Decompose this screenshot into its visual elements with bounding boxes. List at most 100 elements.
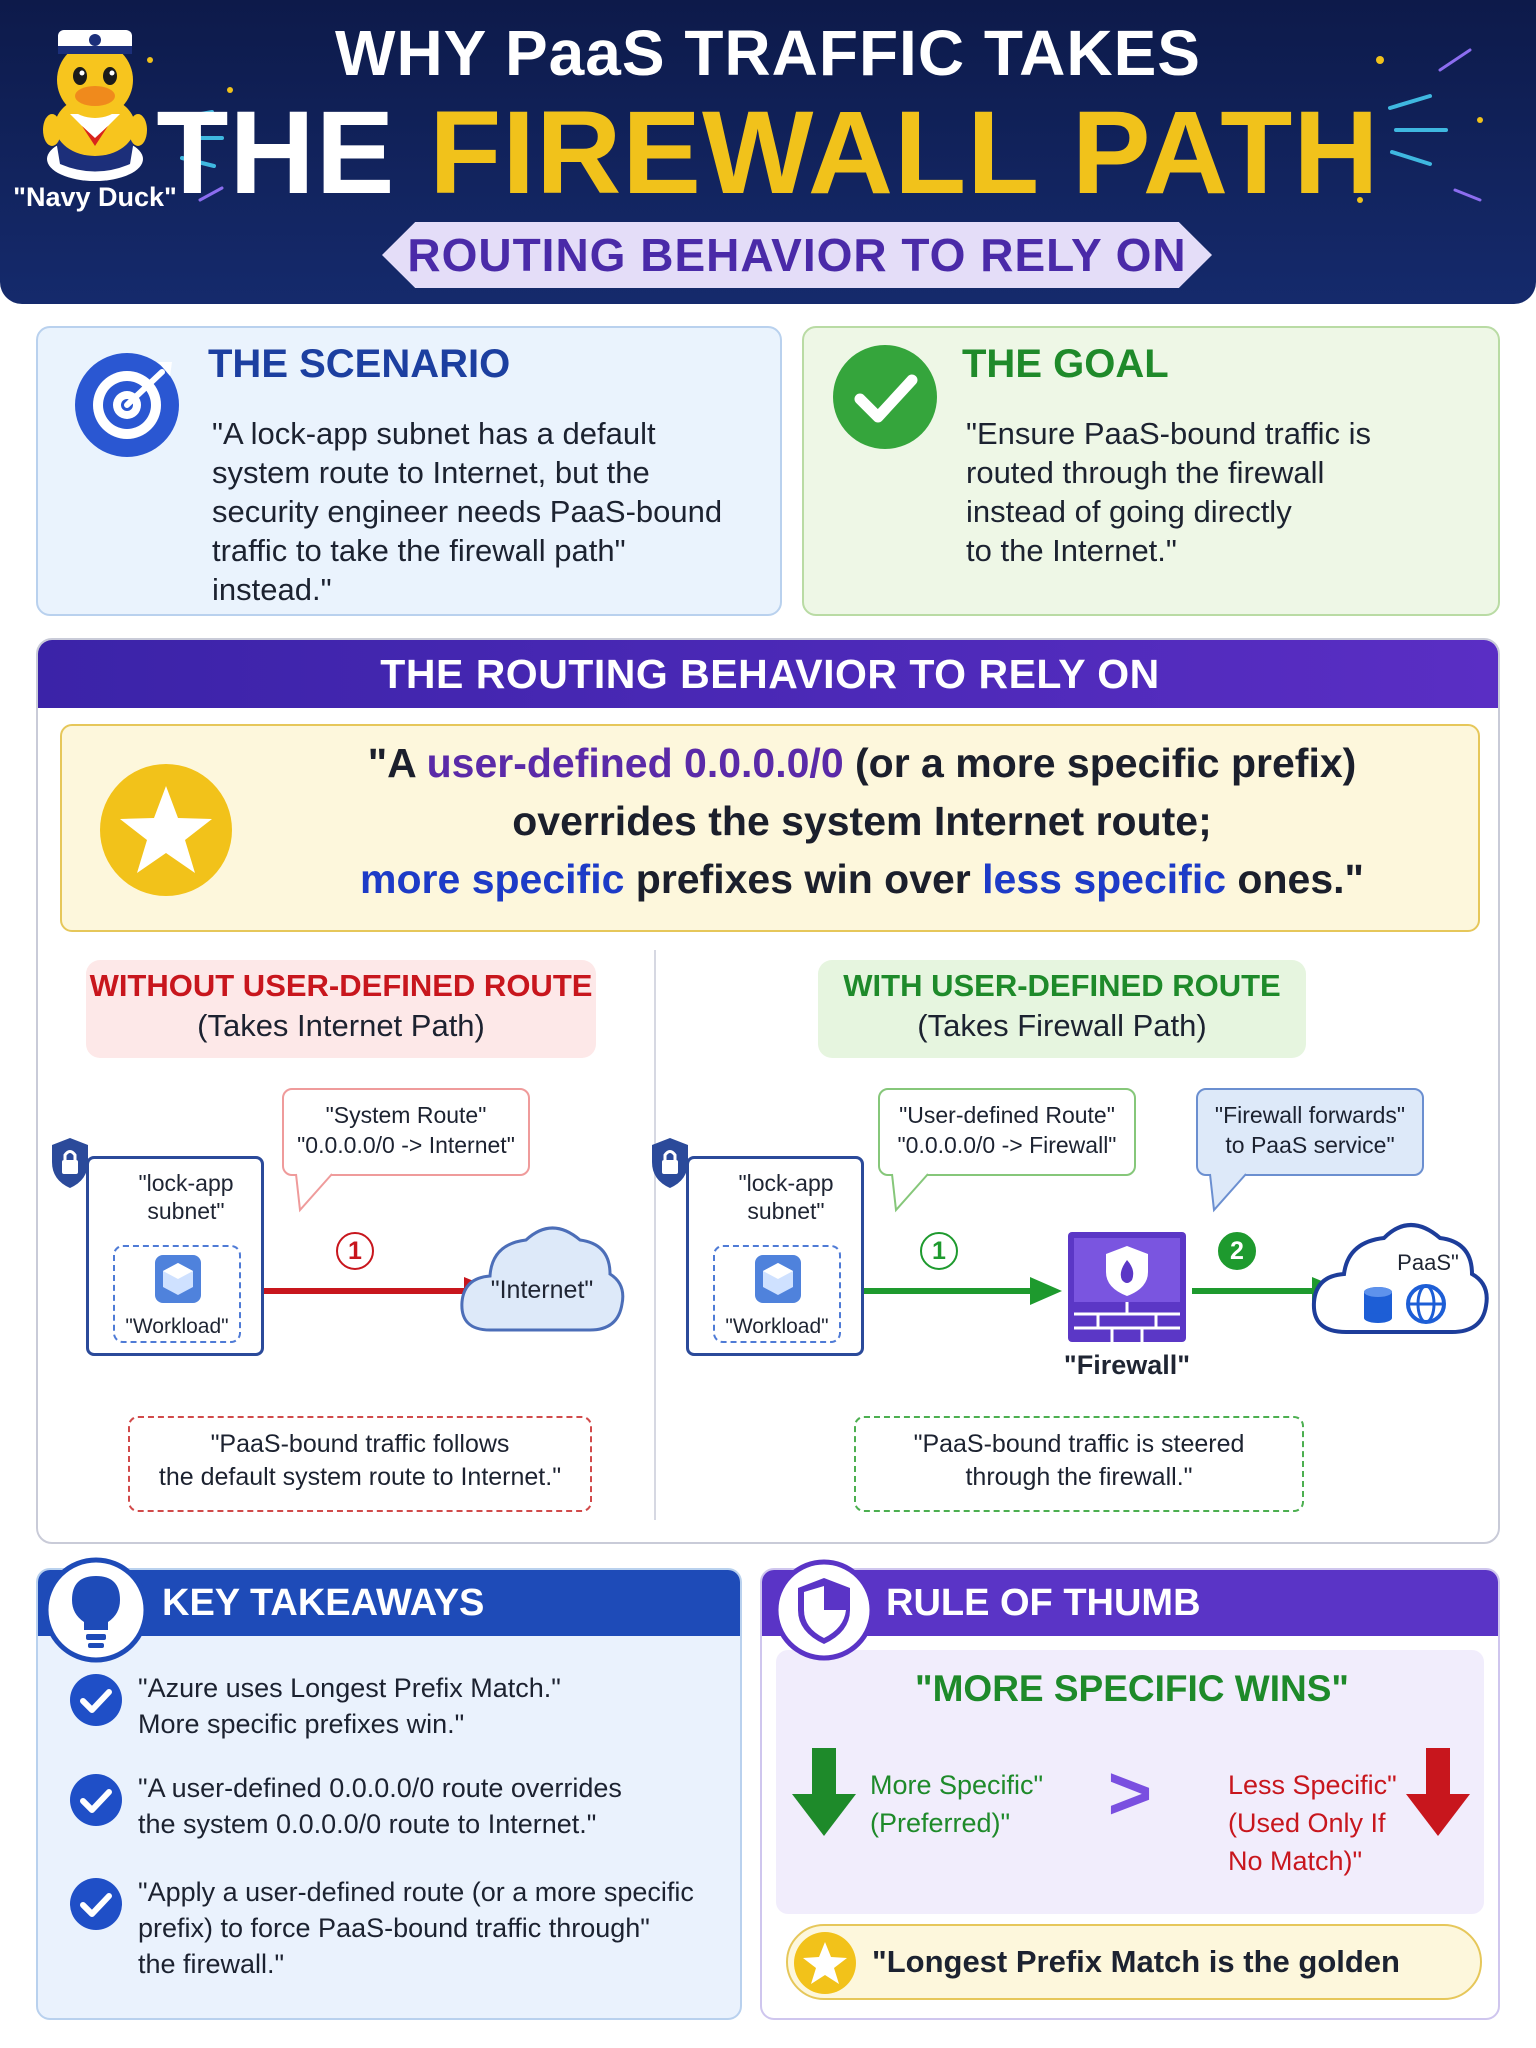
thumb-card: RULE OF THUMB "MORE SPECIFIC WINS" More … (760, 1568, 1500, 2020)
goal-line: instead of going directly (966, 494, 1292, 529)
panel-divider (654, 950, 656, 1520)
callout-line: "Firewall forwards" (1214, 1102, 1406, 1128)
callout-tail (891, 1173, 929, 1213)
firewall-icon (1068, 1232, 1186, 1342)
without-title: WITHOUT USER-DEFINED ROUTE (89, 968, 593, 1003)
takeaway-line: More specific prefixes win." (138, 1709, 465, 1739)
star-icon (794, 1932, 856, 1994)
less-specific-label: Less Specific" (Used Only If No Match)" (1228, 1766, 1397, 1880)
title-line-1: WHY PaaS TRAFFIC TAKES (335, 17, 1201, 89)
callout-line: "User-defined Route" (899, 1102, 1115, 1128)
subnet-label-line: subnet" (747, 1198, 825, 1224)
thumb-title: RULE OF THUMB (886, 1582, 1201, 1624)
with-title: WITH USER-DEFINED ROUTE (843, 968, 1281, 1003)
rule-highlight-udr: user-defined 0.0.0.0/0 (426, 740, 844, 786)
with-subtitle: (Takes Firewall Path) (917, 1008, 1207, 1043)
takeaways-card: KEY TAKEAWAYS "Azure uses Longest Prefix… (36, 1568, 742, 2020)
arrow-down-red-icon (1406, 1748, 1470, 1836)
without-note: "PaaS-bound traffic follows the default … (128, 1416, 592, 1512)
takeaway-line: "Apply a user-defined route (or a more s… (138, 1877, 694, 1907)
system-route-callout: "System Route" "0.0.0.0/0 -> Internet" (282, 1088, 530, 1176)
scenario-line: "A lock-app subnet has a default (212, 416, 656, 451)
udr-callout: "User-defined Route" "0.0.0.0/0 -> Firew… (878, 1088, 1136, 1176)
goal-line: routed through the firewall (966, 455, 1325, 490)
lock-shield-icon (652, 1138, 688, 1188)
check-circle-icon (70, 1674, 122, 1726)
callout-tail (295, 1173, 333, 1213)
paas-label: PaaS" (1397, 1250, 1459, 1275)
takeaways-header: KEY TAKEAWAYS (38, 1570, 740, 1636)
goal-card: THE GOAL "Ensure PaaS-bound traffic is r… (802, 326, 1500, 616)
subnet-label-line: "lock-app (138, 1170, 234, 1196)
callout-line: to PaaS service" (1225, 1132, 1395, 1158)
more-specific-line: (Preferred)" (870, 1808, 1011, 1838)
title-line-2: THE FIREWALL PATH (0, 88, 1536, 218)
lightbulb-icon (43, 1557, 149, 1663)
title-white-part: THE (156, 87, 396, 219)
scenario-line: security engineer needs PaaS-bound (212, 494, 723, 529)
rule-text: (or a more specific prefix) (843, 740, 1357, 786)
takeaway-line: prefix) to force PaaS-bound traffic thro… (138, 1913, 650, 1943)
scenario-line: instead." (212, 572, 332, 607)
goal-line: "Ensure PaaS-bound traffic is (966, 416, 1372, 451)
mascot-label: "Navy Duck" (13, 182, 177, 212)
ribbon-text: ROUTING BEHAVIOR TO RELY ON (407, 229, 1187, 281)
cube-icon (755, 1255, 801, 1303)
rule-line-2: overrides the system Internet route; (512, 798, 1212, 844)
workload-label: "Workload" (725, 1315, 829, 1338)
more-specific-label: More Specific" (Preferred)" (870, 1766, 1043, 1842)
thumb-headline: "MORE SPECIFIC WINS" (915, 1668, 1349, 1709)
internet-cloud-icon (460, 1226, 625, 1332)
note-line: through the firewall." (965, 1463, 1193, 1491)
without-subtitle: (Takes Internet Path) (197, 1008, 485, 1043)
takeaway-line: the firewall." (138, 1949, 285, 1979)
with-label: WITH USER-DEFINED ROUTE (Takes Firewall … (818, 960, 1306, 1058)
header-banner: "Navy Duck" WHY PaaS TRAFFIC TAKES THE F… (0, 0, 1536, 304)
subtitle-ribbon: ROUTING BEHAVIOR TO RELY ON (382, 222, 1212, 288)
forward-callout: "Firewall forwards" to PaaS service" (1196, 1088, 1424, 1176)
routing-section: THE ROUTING BEHAVIOR TO RELY ON "A user-… (36, 638, 1500, 1544)
scenario-body: "A lock-app subnet has a default system … (212, 414, 722, 609)
target-icon (75, 353, 179, 457)
less-specific-line: No Match)" (1228, 1846, 1363, 1876)
shield-icon (773, 1559, 875, 1661)
rule-highlight-less: less specific (982, 856, 1227, 902)
rule-box: "A user-defined 0.0.0.0/0 (or a more spe… (60, 724, 1480, 932)
rule-text: ones." (1226, 856, 1364, 902)
takeaway-item: "Azure uses Longest Prefix Match." More … (138, 1670, 561, 1742)
internet-label: "Internet" (490, 1276, 594, 1304)
star-icon (100, 764, 232, 896)
workload-box: "Workload" (113, 1245, 241, 1343)
title-gold-part: FIREWALL PATH (429, 87, 1380, 219)
more-specific-line: More Specific" (870, 1770, 1044, 1800)
less-specific-line: Less Specific" (1228, 1770, 1397, 1800)
step-1-badge: 1 (336, 1232, 374, 1270)
checkmark-icon (833, 345, 937, 449)
takeaways-title: KEY TAKEAWAYS (162, 1582, 485, 1624)
takeaway-line: "Azure uses Longest Prefix Match." (138, 1673, 561, 1703)
subnet-label-line: subnet" (147, 1198, 225, 1224)
paas-cloud-icon (1311, 1223, 1489, 1334)
rule-highlight-more: more specific (360, 856, 625, 902)
without-label: WITHOUT USER-DEFINED ROUTE (Takes Intern… (86, 960, 596, 1058)
firewall-label: "Firewall" (1063, 1350, 1191, 1380)
callout-line: "0.0.0.0/0 -> Internet" (297, 1132, 515, 1158)
goal-line: to the Internet." (966, 533, 1177, 568)
routing-header: THE ROUTING BEHAVIOR TO RELY ON (38, 640, 1498, 708)
sparkle-decoration (147, 48, 1483, 203)
takeaway-line: "A user-defined 0.0.0.0/0 route override… (138, 1773, 622, 1803)
scenario-title: THE SCENARIO (208, 342, 511, 386)
scenario-line: system route to Internet, but the (212, 455, 650, 490)
arrow-down-green-icon (792, 1748, 856, 1836)
note-line: "PaaS-bound traffic follows (210, 1430, 510, 1458)
lock-shield-icon (52, 1138, 88, 1188)
rule-text: prefixes win over (624, 856, 983, 902)
note-line: "PaaS-bound traffic is steered (913, 1430, 1245, 1458)
note-line: the default system route to Internet." (158, 1463, 562, 1491)
callout-line: "System Route" (325, 1102, 487, 1128)
thumb-header: RULE OF THUMB (762, 1570, 1498, 1636)
goal-body: "Ensure PaaS-bound traffic is routed thr… (966, 414, 1371, 570)
takeaway-line: the system 0.0.0.0/0 route to Internet." (138, 1809, 597, 1839)
step-2-badge: 2 (1218, 1232, 1256, 1270)
rule-line-3: more specific prefixes win over less spe… (262, 856, 1462, 903)
